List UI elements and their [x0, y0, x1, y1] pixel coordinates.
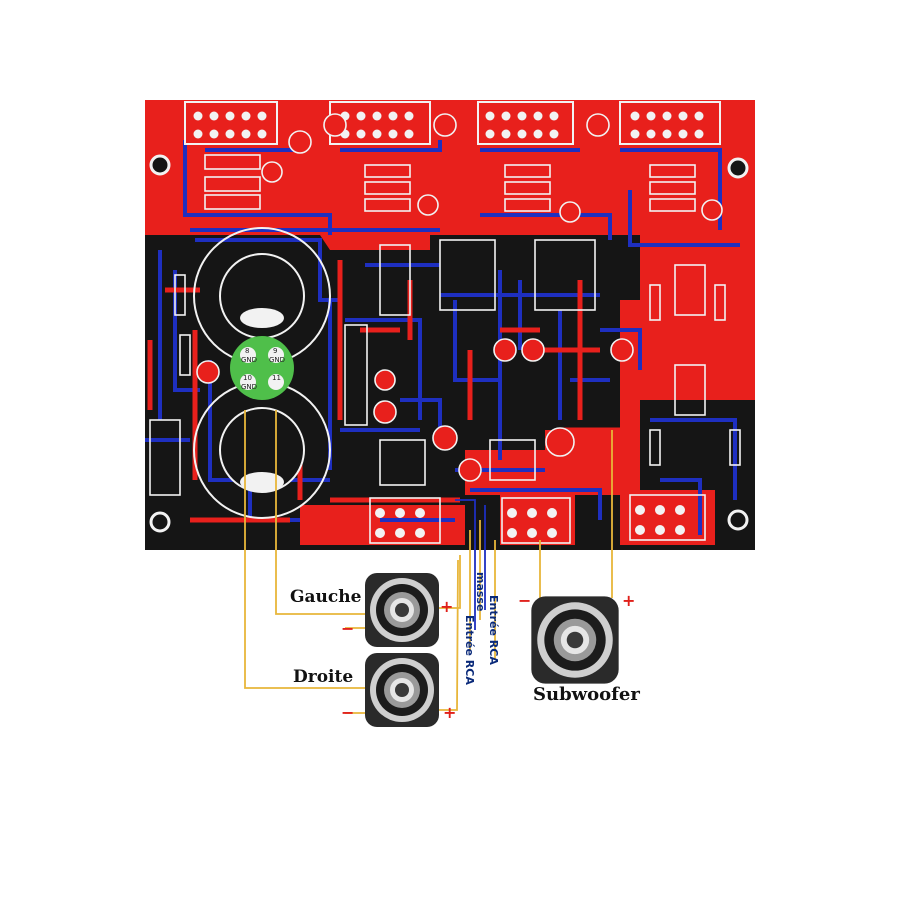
pcb-pad — [662, 129, 672, 139]
sub-minus-label: − — [518, 591, 531, 610]
pcb-pad — [662, 111, 672, 121]
pcb-pad — [635, 505, 645, 515]
components — [149, 154, 741, 544]
pcb-pad — [517, 129, 527, 139]
pcb-pad — [485, 111, 495, 121]
pcb-pad — [375, 508, 385, 518]
pin-9-label: 9 — [273, 347, 277, 355]
pcb-pad — [694, 129, 704, 139]
left-plus-label: + — [440, 597, 453, 616]
pin-10-label: 10 — [243, 374, 252, 382]
pcb-pad — [646, 129, 656, 139]
rca-input-2-label: Entrée RCA — [463, 615, 476, 685]
pcb-pad — [646, 111, 656, 121]
pcb-pad — [388, 129, 398, 139]
pcb-pad — [675, 505, 685, 515]
pcb-pad — [241, 111, 251, 121]
pcb-pad — [415, 528, 425, 538]
pcb-pad — [485, 129, 495, 139]
pcb-pad — [549, 129, 559, 139]
pcb-pad — [527, 528, 537, 538]
pin-11-label: 11 — [272, 374, 281, 382]
pcb-pad — [395, 508, 405, 518]
gnd-label-1: GND — [241, 356, 257, 364]
pcb-pad — [193, 129, 203, 139]
pcb-pad — [257, 129, 267, 139]
right-speaker — [365, 653, 439, 727]
power-connector: 8 9 10 11 GND GND GND — [230, 336, 294, 400]
pcb-pad — [257, 111, 267, 121]
pcb-board: 8 9 10 11 GND GND GND — [145, 100, 755, 550]
yellow-wires — [244, 410, 613, 714]
right-speaker-label: Droite — [293, 667, 353, 687]
pcb-pad — [694, 111, 704, 121]
pcb-pad — [527, 508, 537, 518]
subwoofer-label: Subwoofer — [533, 684, 640, 705]
pcb-pad — [630, 111, 640, 121]
gnd-label-3: GND — [241, 383, 257, 391]
pcb-pad — [507, 508, 517, 518]
pcb-pad — [533, 129, 543, 139]
pcb-pad — [241, 129, 251, 139]
pcb-pad — [372, 111, 382, 121]
pcb-pad — [209, 129, 219, 139]
pcb-pad — [547, 528, 557, 538]
pcb-pad — [395, 528, 405, 538]
large-capacitors — [193, 227, 331, 519]
pcb-pad — [209, 111, 219, 121]
pcb-pad — [549, 111, 559, 121]
pcb-pad — [404, 129, 414, 139]
pcb-pad — [635, 525, 645, 535]
pcb-pad — [547, 508, 557, 518]
pcb-pad — [501, 129, 511, 139]
left-speaker-label: Gauche — [290, 587, 362, 607]
pcb-pad — [372, 129, 382, 139]
right-minus-label: − — [341, 703, 354, 722]
pin-8-label: 8 — [245, 347, 249, 355]
pcb-pad — [415, 508, 425, 518]
pcb-pad — [225, 111, 235, 121]
pcb-pad — [225, 129, 235, 139]
pcb-pad — [630, 129, 640, 139]
pcb-pad — [501, 111, 511, 121]
pcb-pad — [507, 528, 517, 538]
pcb-pad — [655, 525, 665, 535]
left-speaker — [365, 573, 439, 647]
right-plus-label: + — [443, 703, 456, 722]
pcb-pad — [356, 129, 366, 139]
pcb-pad — [404, 111, 414, 121]
small-capacitors — [196, 113, 723, 482]
blue-input-wires — [455, 499, 486, 630]
pcb-pad — [678, 111, 688, 121]
pcb-pad — [517, 111, 527, 121]
pcb-pad — [655, 505, 665, 515]
left-minus-label: − — [341, 619, 354, 638]
ground-label: masse — [474, 572, 487, 611]
pcb-pad — [193, 111, 203, 121]
pcb-pad — [678, 129, 688, 139]
rca-input-1-label: Entrée RCA — [487, 595, 500, 665]
pcb-pad — [675, 525, 685, 535]
gnd-label-2: GND — [269, 356, 285, 364]
subwoofer-speaker — [531, 596, 619, 684]
pcb-pad — [375, 528, 385, 538]
pcb-pad — [533, 111, 543, 121]
pcb-pad — [388, 111, 398, 121]
mounting-holes — [149, 154, 749, 533]
sub-plus-label: + — [622, 591, 635, 610]
pcb-pad — [356, 111, 366, 121]
